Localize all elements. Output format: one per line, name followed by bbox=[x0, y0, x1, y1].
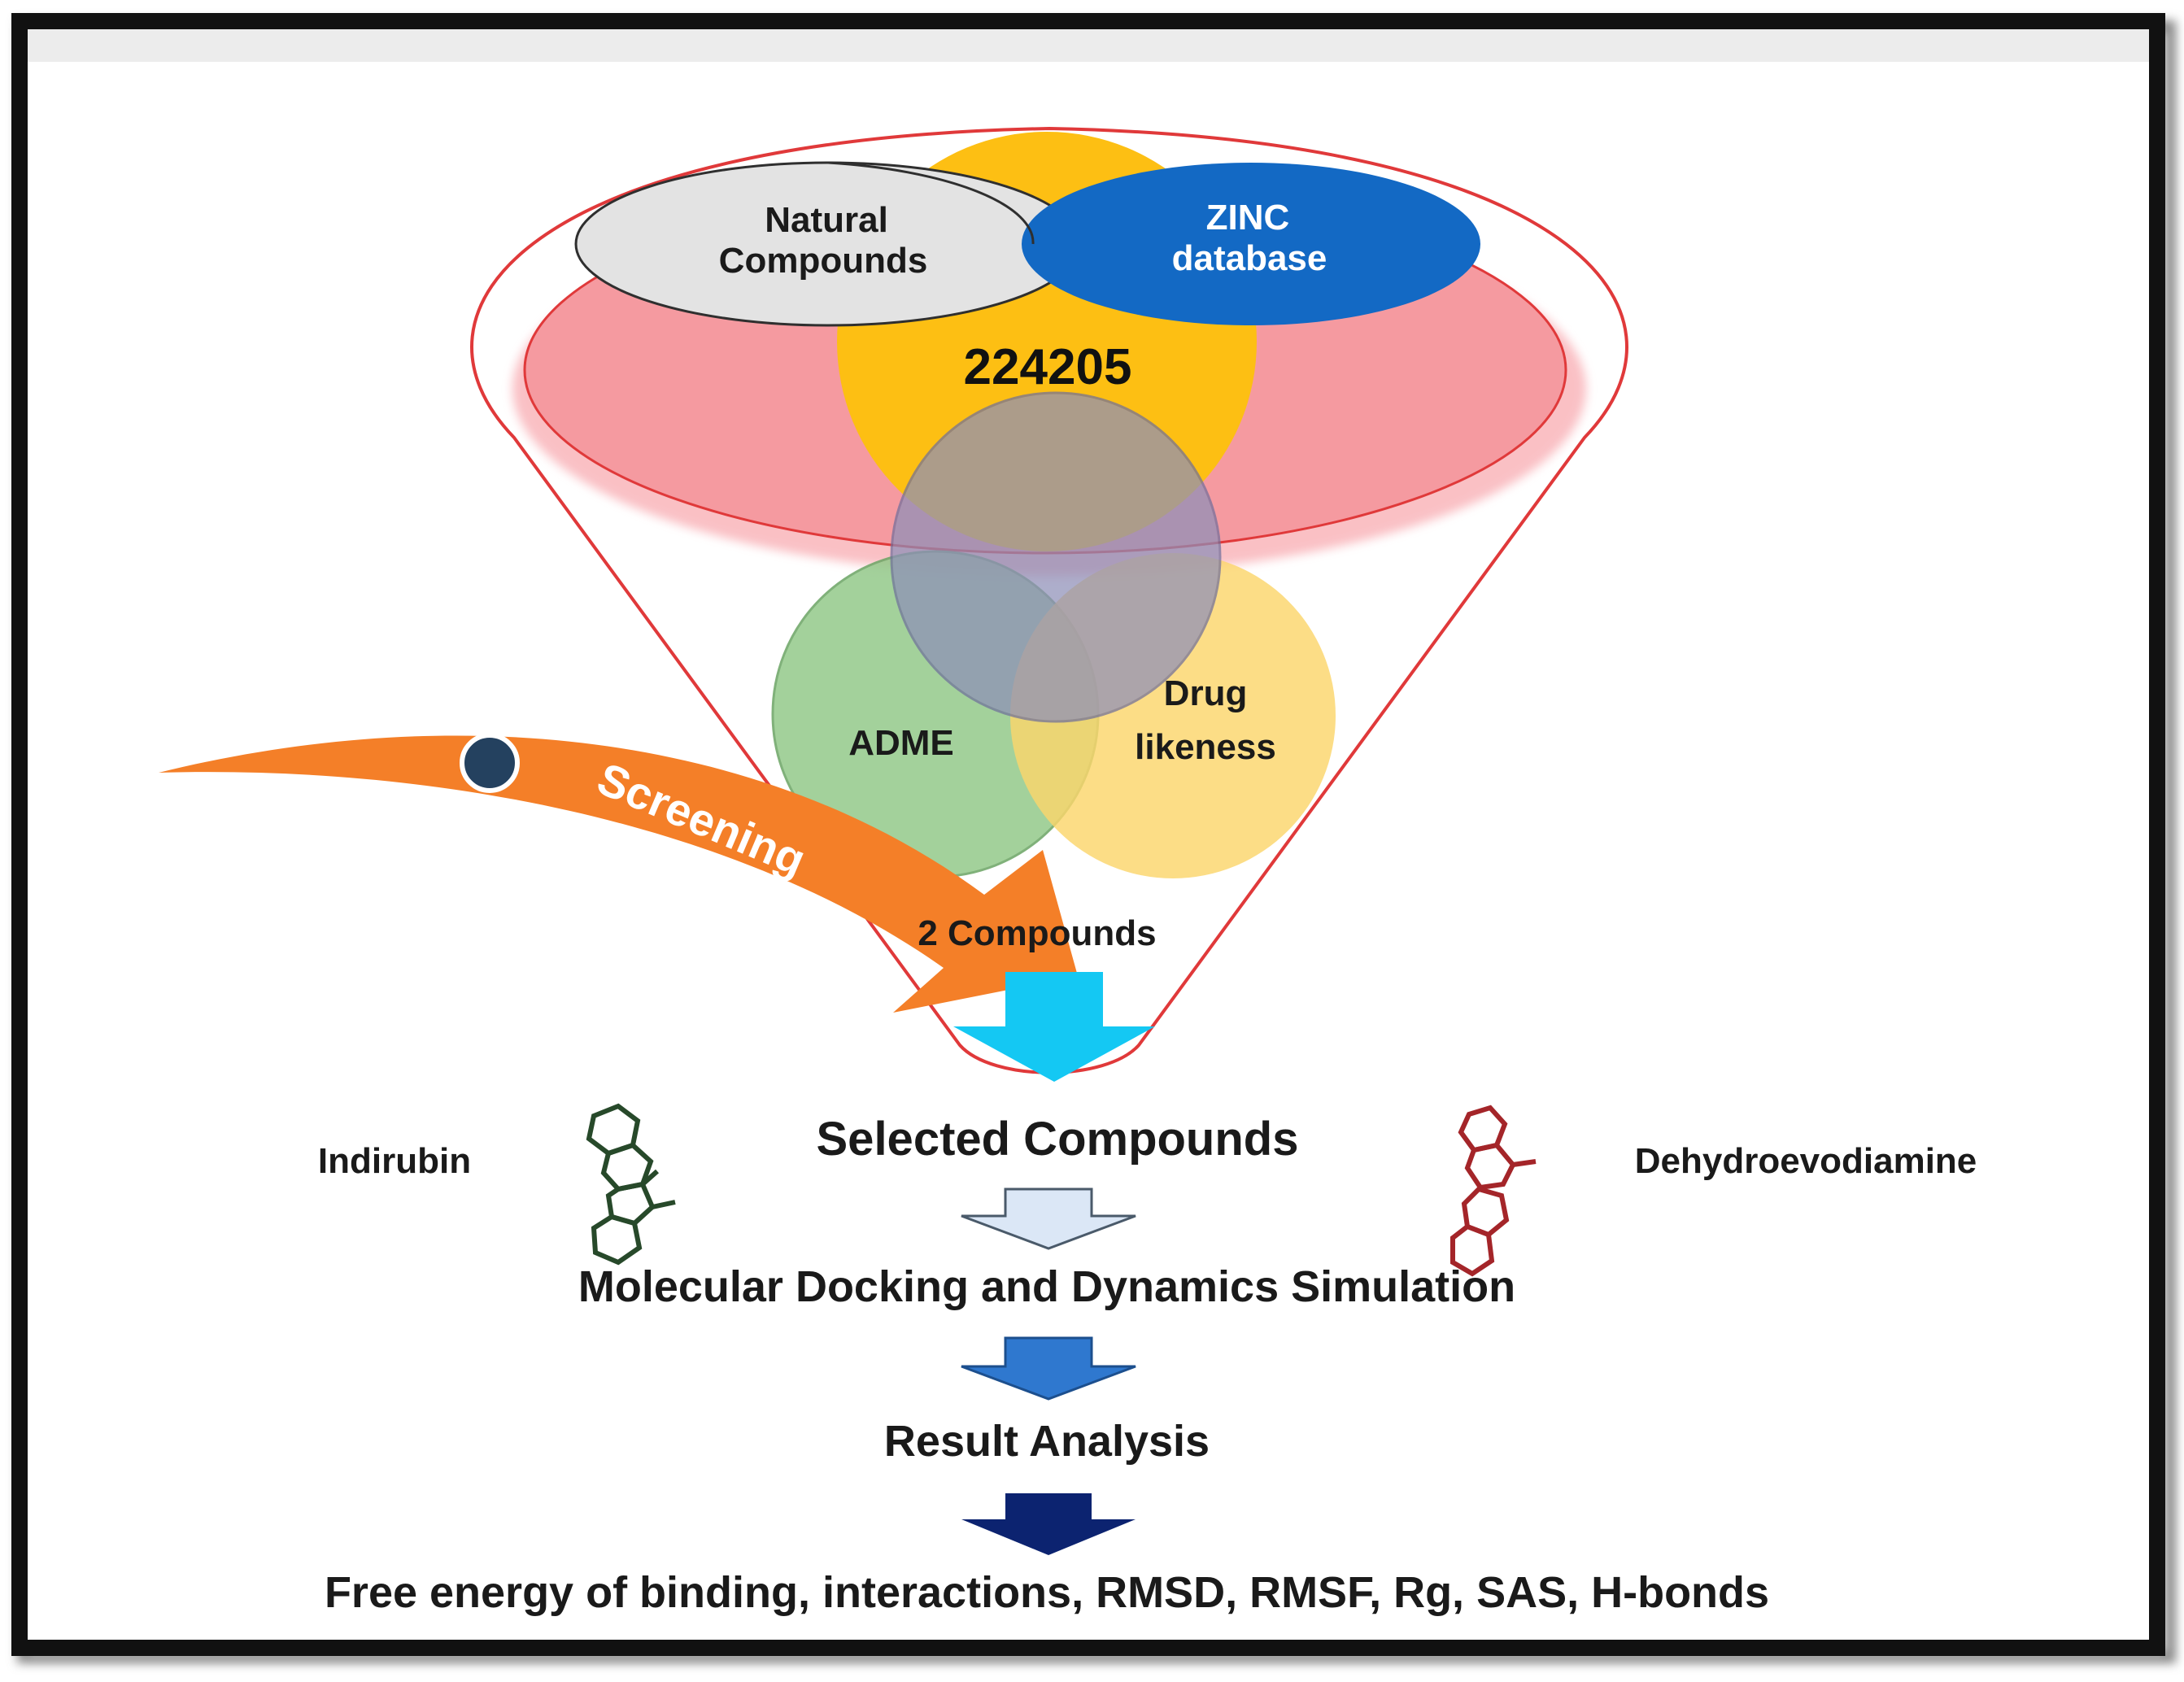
step3-label: Free energy of binding, interactions, RM… bbox=[325, 1568, 1769, 1617]
drug-likeness-label-line2: likeness bbox=[1135, 727, 1276, 767]
screening-arrow bbox=[159, 735, 1078, 1013]
natural-compounds-label-line1: Natural bbox=[765, 200, 888, 240]
step2-label: Result Analysis bbox=[884, 1417, 1210, 1466]
funnel-outline bbox=[470, 126, 1628, 1074]
total-count-label: 224205 bbox=[964, 339, 1132, 395]
zinc-database-label-line1: ZINC bbox=[1206, 198, 1290, 237]
drug-likeness-label-line1: Drug bbox=[1164, 673, 1248, 713]
indirubin-label: Indirubin bbox=[318, 1141, 471, 1181]
step1-label: Molecular Docking and Dynamics Simulatio… bbox=[578, 1262, 1515, 1311]
hits-label: 2 Compounds bbox=[918, 913, 1156, 953]
zinc-overlap-arc bbox=[827, 161, 1035, 245]
adme-label: ADME bbox=[848, 723, 954, 763]
screening-overlap-circle bbox=[890, 391, 1222, 723]
step-arrow-2 bbox=[961, 1336, 1136, 1401]
step-arrow-3 bbox=[961, 1493, 1136, 1555]
step-arrow-1 bbox=[961, 1187, 1136, 1250]
funnel-exit-arrow bbox=[953, 972, 1155, 1082]
indirubin-structure-icon bbox=[586, 1103, 676, 1266]
dehydroevodiamine-label: Dehydroevodiamine bbox=[1635, 1141, 1977, 1181]
frame-top-gradient bbox=[28, 29, 2149, 62]
screening-dot bbox=[460, 733, 520, 793]
zinc-database-label-line2: database bbox=[1172, 238, 1327, 278]
natural-compounds-label-line2: Compounds bbox=[719, 241, 928, 281]
dehydroevodiamine-structure-icon bbox=[1450, 1105, 1537, 1277]
selected-compounds-title: Selected Compounds bbox=[817, 1113, 1299, 1166]
zinc-database-oval bbox=[1022, 163, 1480, 325]
